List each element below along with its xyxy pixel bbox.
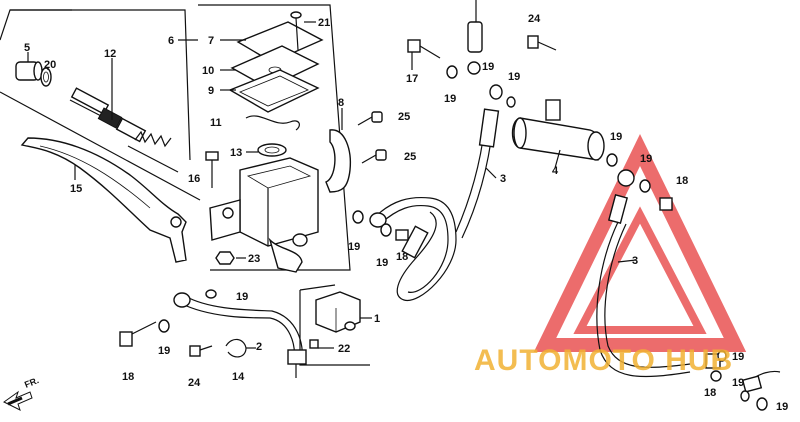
part-right-washers (606, 153, 768, 411)
callout-label: 18 (676, 175, 688, 187)
part-switch-screw (309, 339, 319, 349)
part-hose-clamp (225, 338, 247, 358)
callout-label: 8 (338, 97, 344, 109)
part-bolt-24-upper (527, 35, 557, 51)
callout-label: 12 (104, 48, 116, 60)
callout-label: 18 (704, 387, 716, 399)
callout-label: 19 (732, 377, 744, 389)
part-bolt-17 (407, 39, 441, 59)
part-master-cylinder-body (209, 157, 319, 273)
callout-label: 6 (168, 35, 174, 47)
callout-label: 4 (552, 165, 559, 177)
part-dust-boot (15, 61, 43, 81)
part-diaphragm-plate (257, 143, 287, 157)
part-piston-kit (69, 87, 179, 173)
callout-label: 21 (318, 17, 330, 29)
part-brake-switch (299, 284, 370, 366)
part-bolt-24-lower (189, 345, 213, 357)
callout-label: 19 (482, 61, 494, 73)
part-washer-lower (158, 289, 217, 333)
callout-label: 7 (208, 35, 214, 47)
callout-label: 19 (376, 257, 388, 269)
callout-label: 18 (122, 371, 134, 383)
part-brake-hose-lower (173, 292, 307, 378)
callout-label: 13 (230, 147, 242, 159)
part-brake-hose-center (369, 196, 457, 301)
callout-label: 2 (256, 341, 262, 353)
part-brake-hose-3 (455, 0, 500, 239)
watermark-label: AUTOMOTO HUB (474, 344, 733, 377)
callout-label: 19 (348, 241, 360, 253)
callout-labels: 5 20 12 6 7 21 10 9 11 8 25 25 13 16 15 … (24, 13, 788, 413)
callout-label: 15 (70, 183, 82, 195)
part-holder-bolt-upper (357, 111, 383, 126)
callout-label: 3 (632, 255, 638, 267)
part-brake-hose-right (596, 169, 781, 393)
callout-label: 19 (158, 345, 170, 357)
callout-label: 10 (202, 65, 214, 77)
callout-label: 24 (528, 13, 541, 25)
callout-label: 18 (396, 251, 408, 263)
callout-label: 11 (210, 117, 222, 129)
watermark-logo (533, 134, 747, 352)
callout-label: 5 (24, 42, 30, 54)
part-cover-screw (290, 11, 302, 51)
part-snap-ring (40, 67, 52, 87)
callout-label: 19 (732, 351, 744, 363)
callout-label: 19 (610, 131, 622, 143)
callout-label: 19 (444, 93, 456, 105)
part-brake-lever (20, 137, 187, 263)
part-holder (325, 129, 352, 193)
callout-label: 17 (406, 73, 418, 85)
part-3way-joint (511, 99, 605, 161)
callout-label: 20 (44, 59, 56, 71)
callout-label: 25 (398, 111, 410, 123)
callout-label: 24 (188, 377, 201, 389)
watermark-text: AUTOMOTO HUB (474, 344, 733, 377)
watermark-triangle-outer (533, 134, 747, 352)
part-nut (215, 251, 235, 265)
leader-lines (27, 21, 637, 349)
part-holder-bolt-lower (361, 149, 387, 164)
part-central-washers (352, 210, 409, 241)
part-reservoir-cover (228, 21, 324, 131)
callout-label: 25 (404, 151, 416, 163)
callout-label: 23 (248, 253, 260, 265)
front-direction-label: FR. (23, 375, 40, 390)
callout-label: 19 (508, 71, 520, 83)
part-top-washers (446, 65, 516, 108)
callout-label: 1 (374, 313, 380, 325)
callout-label: 14 (232, 371, 245, 383)
callout-label: 19 (640, 153, 652, 165)
callout-label: 9 (208, 85, 214, 97)
callout-label: 22 (338, 343, 350, 355)
part-banjo-bolt-lower (119, 321, 157, 347)
callout-label: 3 (500, 173, 506, 185)
part-reservoir-clamp-screw (205, 151, 219, 188)
front-direction-arrow: FR. (3, 375, 40, 411)
callout-label: 16 (188, 173, 200, 185)
callout-label: 19 (236, 291, 248, 303)
callout-label: 19 (776, 401, 788, 413)
